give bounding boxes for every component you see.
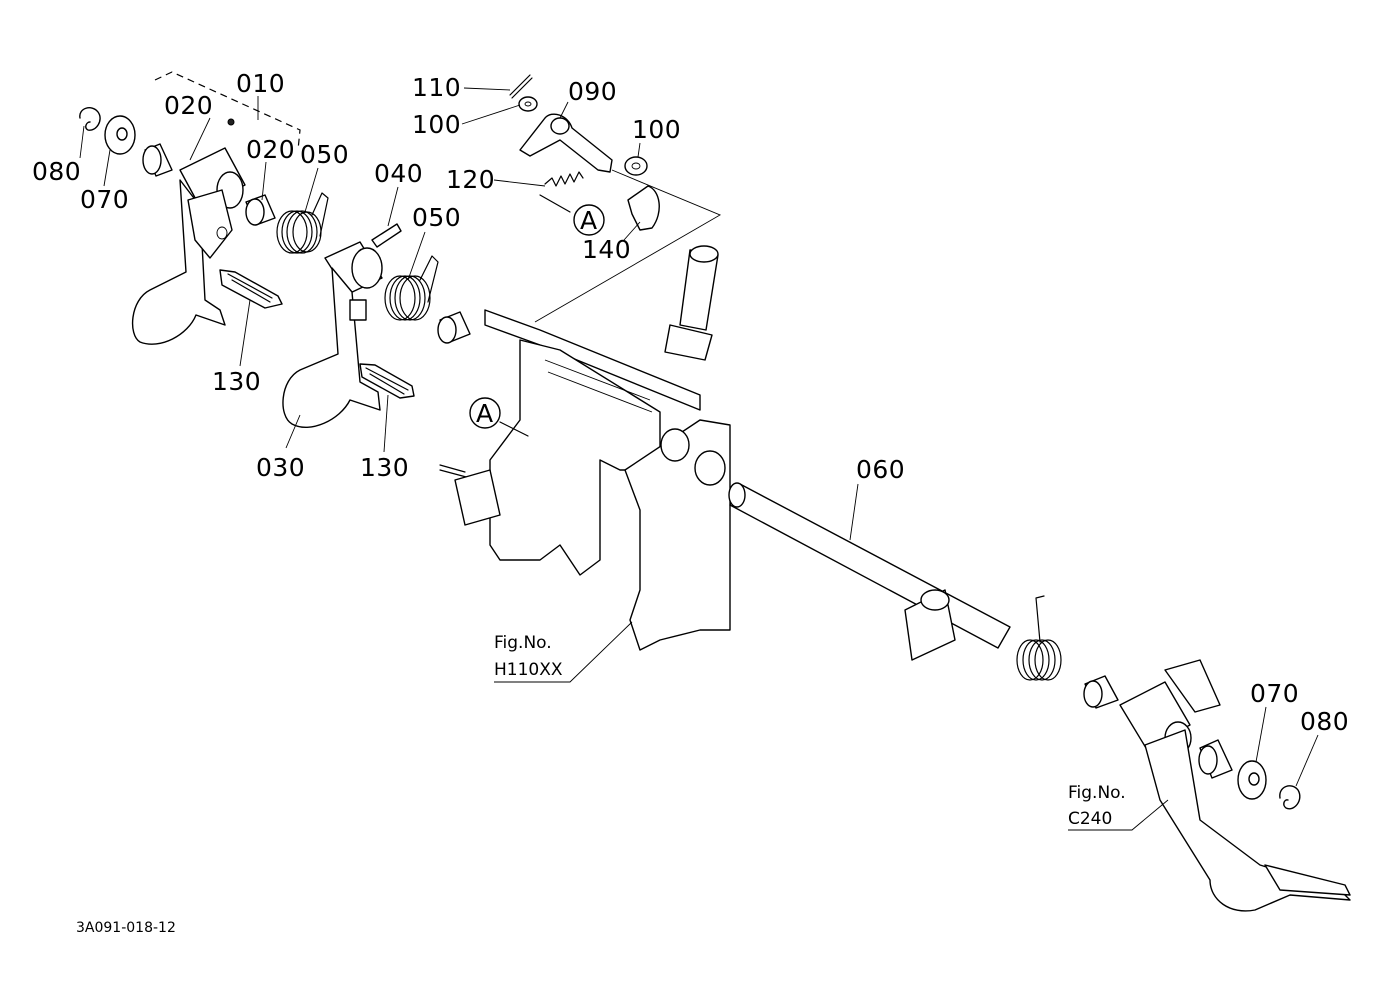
group-dot <box>227 118 235 126</box>
callout-120: 120 <box>446 165 495 194</box>
svg-text:A: A <box>580 206 598 235</box>
washer-100-b <box>624 156 648 176</box>
callout-130-b: 130 <box>360 453 409 482</box>
spring-120 <box>544 171 584 187</box>
callout-010: 010 <box>236 69 285 98</box>
callout-100-a: 100 <box>412 110 461 139</box>
callout-020-b: 020 <box>246 135 295 164</box>
callout-070-left: 070 <box>80 185 129 214</box>
pad-130-left <box>219 269 283 309</box>
return-spring-right <box>1016 595 1062 681</box>
callout-110: 110 <box>412 73 461 102</box>
callout-130-a: 130 <box>212 367 261 396</box>
pedal-030 <box>282 241 471 429</box>
callout-030: 030 <box>256 453 305 482</box>
drawing-code: 3A091-018-12 <box>76 920 176 936</box>
lock-linkage <box>509 74 722 323</box>
group-bracket-010 <box>154 71 301 151</box>
svg-text:A: A <box>476 399 494 428</box>
callout-040: 040 <box>374 159 423 188</box>
callout-090: 090 <box>568 77 617 106</box>
lever-090 <box>519 113 613 173</box>
reference-marker-a-top: A <box>573 204 605 236</box>
callout-020-a: 020 <box>164 91 213 120</box>
clip-080-left <box>79 107 101 131</box>
fig-ref-c240-number: C240 <box>1068 809 1112 829</box>
callout-080-right: 080 <box>1300 707 1349 736</box>
callout-060: 060 <box>856 455 905 484</box>
fig-ref-h110-number: H110XX <box>494 660 563 680</box>
pedal-assembly-010 <box>79 71 329 345</box>
washer-100-a <box>518 96 538 112</box>
callout-050-b: 050 <box>412 203 461 232</box>
callout-070-right: 070 <box>1250 679 1299 708</box>
pedal-bracket <box>439 245 731 651</box>
fig-ref-c240-label: Fig.No. <box>1068 783 1126 803</box>
right-pedal-assembly <box>1016 595 1351 912</box>
reference-marker-a-bracket: A <box>469 397 501 429</box>
pin-040 <box>371 223 402 248</box>
knob-140 <box>627 185 660 231</box>
spring-050-b <box>384 255 439 321</box>
pedal-010-arm <box>131 179 226 345</box>
clip-080-right <box>1279 785 1301 810</box>
spring-050-a <box>276 192 329 254</box>
callout-100-b: 100 <box>632 115 681 144</box>
callout-140: 140 <box>582 235 631 264</box>
fig-ref-h110-label: Fig.No. <box>494 633 552 653</box>
cross-shaft-060 <box>728 482 1011 661</box>
callout-080-left: 080 <box>32 157 81 186</box>
callout-050-a: 050 <box>300 140 349 169</box>
cotter-pin-110 <box>509 74 533 99</box>
leader-lines <box>79 87 1319 831</box>
